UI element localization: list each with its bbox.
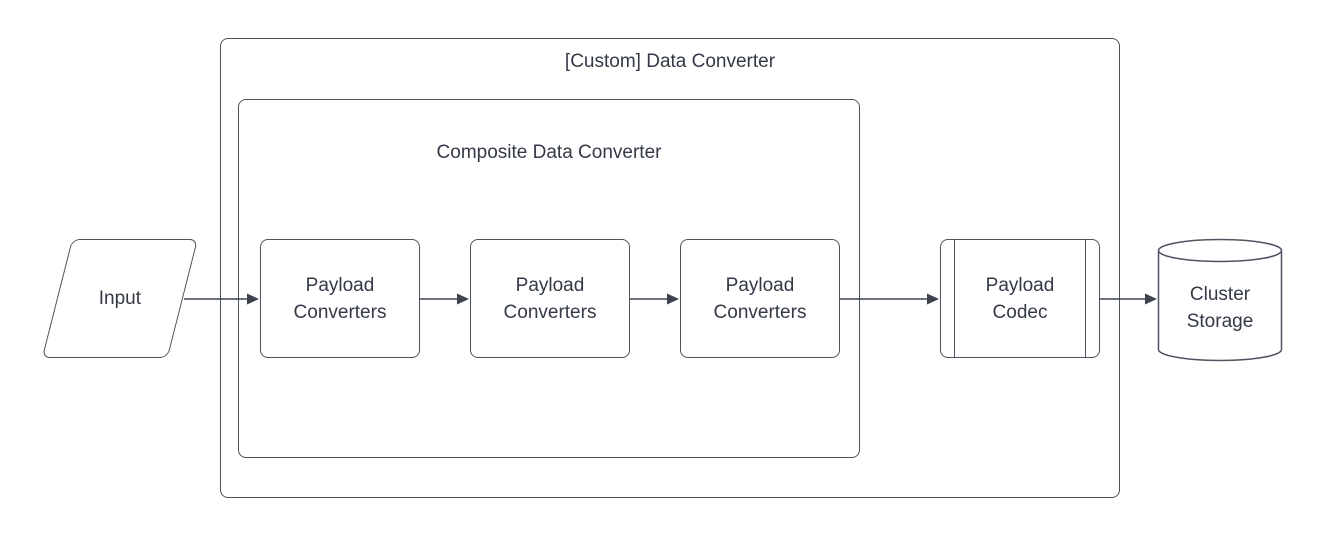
codec-right-bar <box>1085 240 1086 357</box>
group-custom-data-converter <box>220 38 1120 498</box>
node-cluster-storage-label: Cluster Storage <box>1186 284 1254 332</box>
cylinder-shape <box>1157 238 1283 362</box>
node-input-label: Input <box>98 287 142 309</box>
node-payload-converters-3-label: Payload Converters <box>713 274 807 323</box>
node-payload-converters-2-label: Payload Converters <box>503 274 597 323</box>
group-composite-data-converter-title: Composite Data Converter <box>436 142 662 163</box>
node-payload-converters-1-label: Payload Converters <box>293 274 387 323</box>
node-input: Input <box>41 239 199 358</box>
node-payload-converters-3: Payload Converters <box>680 239 840 358</box>
codec-left-bar <box>954 240 955 357</box>
node-payload-converters-2: Payload Converters <box>470 239 630 358</box>
group-custom-data-converter-title: [Custom] Data Converter <box>564 51 776 72</box>
node-cluster-storage: Cluster Storage <box>1157 238 1283 362</box>
group-composite-data-converter <box>238 99 860 458</box>
node-payload-codec-label: Payload Codec <box>985 274 1055 323</box>
node-payload-converters-1: Payload Converters <box>260 239 420 358</box>
node-payload-codec: Payload Codec <box>940 239 1100 358</box>
